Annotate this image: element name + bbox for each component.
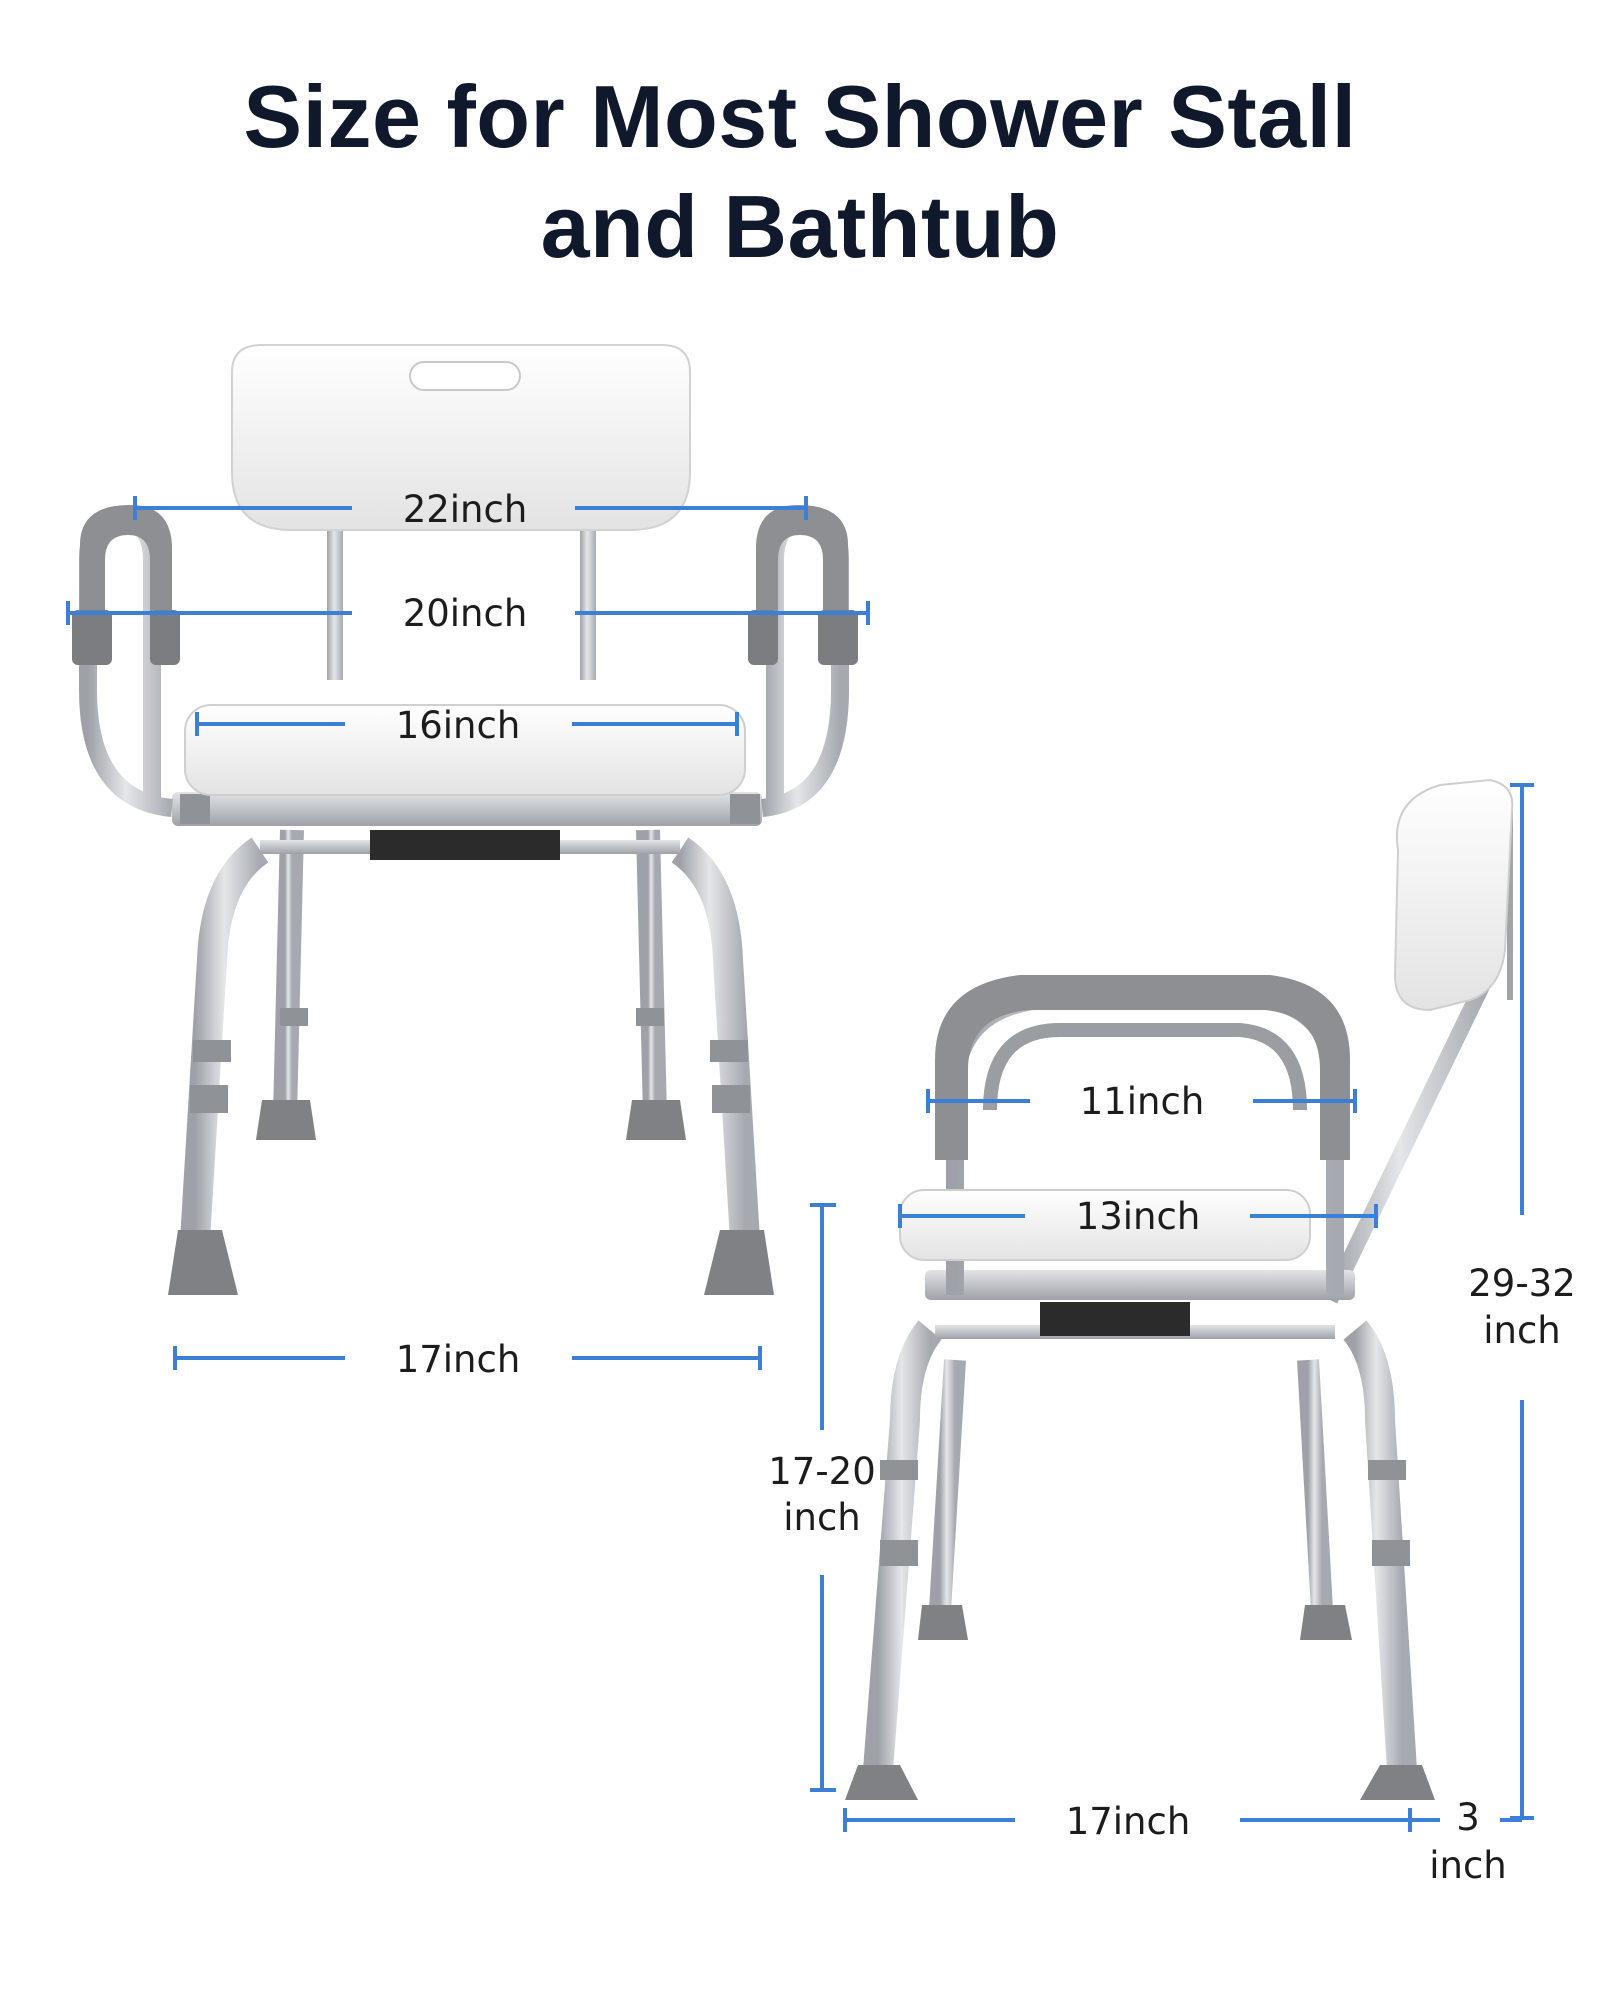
side-back-offset-label-1: 3	[1456, 1796, 1480, 1839]
title-line-2: and Bathtub	[540, 177, 1060, 276]
front-leg-span-label: 17inch	[396, 1338, 521, 1381]
front-back-width-label: 22inch	[403, 488, 528, 531]
side-seat-height-label-1: 17-20	[768, 1450, 876, 1493]
side-total-height-label-2: inch	[1483, 1309, 1561, 1352]
front-seat-width-label: 16inch	[396, 704, 521, 747]
page-title: Size for Most Shower Stall and Bathtub	[0, 62, 1600, 282]
front-backrest	[231, 344, 691, 531]
side-total-height-label-1: 29-32	[1468, 1262, 1576, 1305]
title-line-1: Size for Most Shower Stall	[243, 67, 1357, 166]
front-dimension-labels: 22inch 20inch 16inch 17inch	[396, 488, 528, 1381]
side-chair	[845, 778, 1514, 1800]
side-back-offset-label-2: inch	[1429, 1844, 1507, 1887]
side-leg-depth-label: 17inch	[1066, 1800, 1191, 1843]
front-seat	[184, 704, 746, 796]
side-seat-depth-label: 13inch	[1076, 1195, 1201, 1238]
side-backrest	[1393, 778, 1514, 1012]
front-arm-width-label: 20inch	[403, 592, 528, 635]
front-chair	[72, 344, 858, 1295]
side-dimension-labels: 11inch 13inch 17-20 inch 29-32 inch 17in…	[768, 1080, 1576, 1887]
side-arm-depth-label: 11inch	[1080, 1080, 1205, 1123]
side-seat-height-label-2: inch	[783, 1496, 861, 1539]
dimension-lines	[66, 496, 1534, 1832]
side-armrest-pad	[935, 975, 1350, 1160]
